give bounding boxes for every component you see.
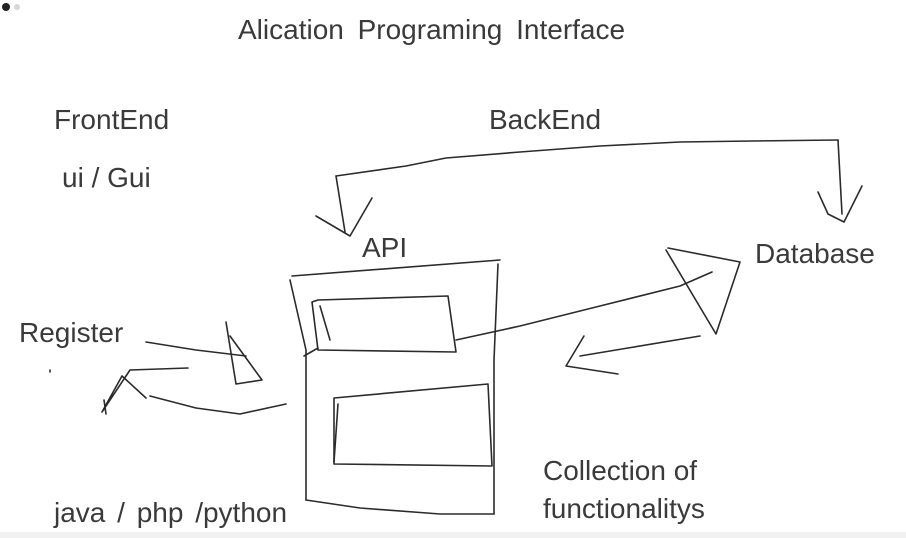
window-dots-icon	[2, 3, 20, 11]
api-inner-panel-bottom-edge	[333, 403, 339, 463]
register-return-arrowhead-icon	[101, 367, 189, 413]
api-box-left	[289, 279, 307, 501]
api-inner-panel-top	[311, 295, 457, 353]
arrow-into-api-icon	[315, 197, 373, 237]
api-box-top	[291, 259, 501, 277]
ui-gui-label: ui / Gui	[62, 162, 151, 193]
frontend-label: FrontEnd	[54, 104, 170, 135]
collection-of-functionalities-label: Collection of functionalitys	[543, 452, 705, 528]
collection-line-2: functionalitys	[543, 493, 705, 524]
api-to-database-line	[455, 271, 713, 341]
backend-connector-line	[335, 139, 839, 177]
api-inner-panel-top-edge	[319, 305, 331, 341]
api-box-bottom	[305, 499, 495, 515]
bottom-scroll-bar	[0, 532, 906, 538]
backend-connector-left-drop	[335, 175, 346, 233]
api-inner-panel-bottom	[333, 383, 493, 467]
register-return-tick	[103, 399, 107, 415]
arrow-into-database-icon	[817, 185, 863, 223]
languages-label: java / php /python	[54, 497, 288, 528]
database-return-arrowhead-icon	[565, 335, 619, 375]
api-label: API	[362, 232, 408, 263]
register-to-api-line	[145, 341, 247, 357]
arrow-to-database-icon	[665, 247, 741, 335]
backend-label: BackEnd	[489, 104, 602, 135]
register-arrowhead-icon	[225, 321, 263, 385]
database-label: Database	[755, 238, 875, 269]
register-label: Register	[19, 317, 124, 348]
backend-connector-right-drop	[837, 139, 843, 215]
api-inner-panel-top-link	[303, 347, 319, 357]
database-return-arrow	[579, 335, 701, 357]
api-box-right	[493, 263, 499, 515]
collection-line-1: Collection of	[543, 455, 698, 486]
diagram-title: Alication Programing Interface	[238, 14, 626, 45]
register-return-line	[149, 395, 287, 415]
